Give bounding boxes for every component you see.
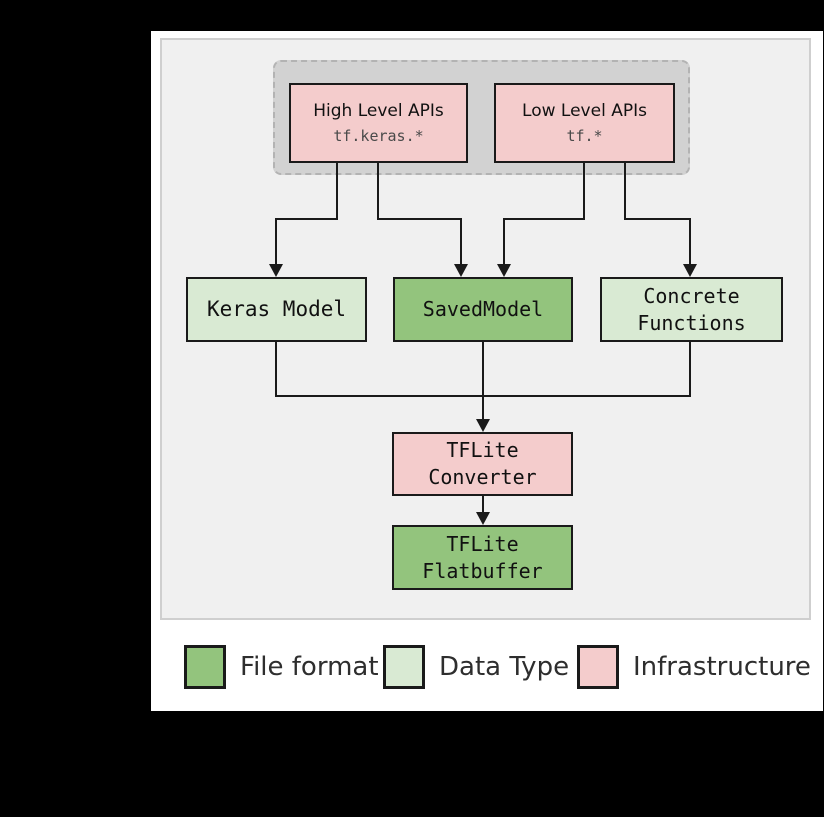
node-label: Keras Model bbox=[206, 297, 347, 321]
node-code-label: tf.keras.* bbox=[333, 126, 424, 145]
legend-item-file-format: File format bbox=[184, 645, 379, 689]
legend-swatch-file-format bbox=[184, 645, 226, 689]
node-tflite-flatbuffer: TFLite Flatbuffer bbox=[392, 525, 573, 590]
node-label: TFLite Converter bbox=[428, 438, 537, 489]
node-high-level-apis: High Level APIs tf.keras.* bbox=[289, 83, 468, 163]
legend-label: Infrastructure bbox=[633, 652, 811, 682]
legend: File format Data Type Infrastructure bbox=[151, 620, 823, 711]
legend-label: Data Type bbox=[439, 652, 570, 682]
node-tflite-converter: TFLite Converter bbox=[392, 432, 573, 496]
node-label: Concrete Functions bbox=[637, 283, 746, 335]
legend-swatch-data-type bbox=[383, 645, 425, 689]
legend-label: File format bbox=[240, 652, 379, 682]
node-label: SavedModel bbox=[422, 297, 544, 321]
node-title: Low Level APIs bbox=[522, 100, 647, 121]
node-keras-model: Keras Model bbox=[186, 277, 367, 342]
node-low-level-apis: Low Level APIs tf.* bbox=[494, 83, 675, 163]
node-title: High Level APIs bbox=[313, 100, 444, 121]
legend-item-infrastructure: Infrastructure bbox=[577, 645, 811, 689]
node-label: TFLite Flatbuffer bbox=[422, 531, 543, 583]
node-saved-model: SavedModel bbox=[393, 277, 573, 342]
node-concrete-functions: Concrete Functions bbox=[600, 277, 783, 342]
node-code-label: tf.* bbox=[566, 126, 603, 145]
legend-item-data-type: Data Type bbox=[383, 645, 569, 689]
legend-swatch-infrastructure bbox=[577, 645, 619, 689]
